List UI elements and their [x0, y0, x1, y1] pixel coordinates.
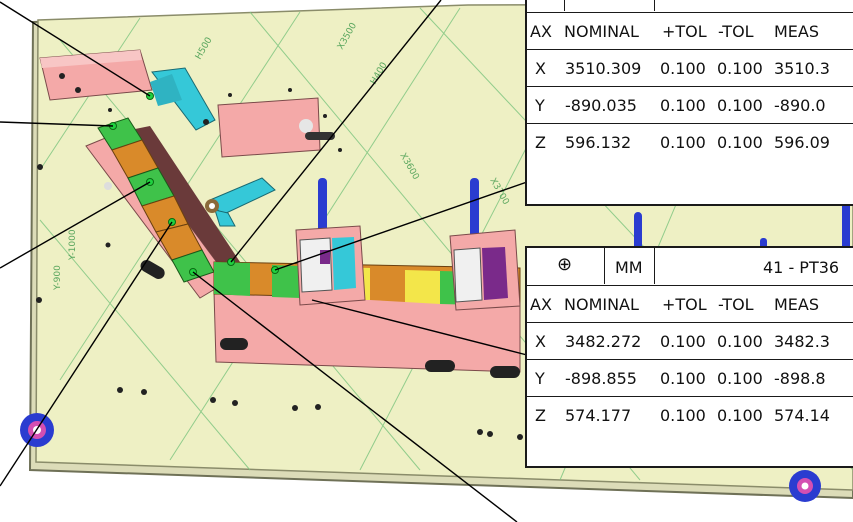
table-row: X 3510.309 0.100 0.100 3510.3 [527, 49, 853, 87]
table-column-headers: AX NOMINAL +TOL -TOL MEAS [527, 12, 853, 50]
grid-label: Y-1000 [68, 229, 78, 261]
cell-minus-tol: 0.100 [717, 332, 763, 351]
cell-nominal: 3510.309 [565, 59, 642, 78]
cell-plus-tol: 0.100 [660, 133, 706, 152]
column-header: -TOL [718, 22, 754, 41]
cell-nominal: 574.177 [565, 406, 632, 425]
locator-puck [789, 470, 821, 502]
cell-nominal: -898.855 [565, 369, 637, 388]
column-header: AX [530, 295, 552, 314]
cell-plus-tol: 0.100 [660, 96, 706, 115]
cell-plus-tol: 0.100 [660, 406, 706, 425]
column-header: +TOL [662, 295, 707, 314]
cell-minus-tol: 0.100 [717, 369, 763, 388]
cell-minus-tol: 0.100 [717, 96, 763, 115]
column-header: MEAS [774, 295, 820, 314]
cell-ax: Z [535, 406, 546, 425]
cell-meas: -898.8 [774, 369, 826, 388]
fixture-components [39, 49, 850, 378]
cell-minus-tol: 0.100 [717, 59, 763, 78]
position-icon: ⊕ [537, 0, 552, 3]
units-label: MM [593, 0, 621, 3]
column-header: +TOL [662, 22, 707, 41]
cell-meas: 574.14 [774, 406, 830, 425]
grid-label: Y-900 [53, 265, 63, 291]
table-row: Z 574.177 0.100 0.100 574.14 [527, 396, 853, 434]
table-row: Z 596.132 0.100 0.100 596.09 [527, 123, 853, 161]
cell-nominal: 596.132 [565, 133, 632, 152]
cell-plus-tol: 0.100 [660, 59, 706, 78]
cell-minus-tol: 0.100 [717, 133, 763, 152]
column-header: MEAS [774, 22, 820, 41]
measurement-table[interactable]: ⊕ MM AX NOMINAL +TOL -TOL MEAS X 3510.30… [525, 0, 853, 206]
table-header-bar: ⊕ MM 41 - PT36 [527, 248, 853, 285]
column-header: NOMINAL [564, 22, 639, 41]
cell-ax: Y [535, 369, 545, 388]
cell-nominal: -890.035 [565, 96, 637, 115]
cell-ax: X [535, 59, 546, 78]
cell-meas: -890.0 [774, 96, 826, 115]
table-row: X 3482.272 0.100 0.100 3482.3 [527, 322, 853, 360]
table-title: 41 - PT36 [763, 258, 840, 277]
cell-minus-tol: 0.100 [717, 406, 763, 425]
cell-nominal: 3482.272 [565, 332, 642, 351]
cell-meas: 3510.3 [774, 59, 830, 78]
measurement-table[interactable]: ⊕ MM 41 - PT36 AX NOMINAL +TOL -TOL MEAS… [525, 246, 853, 468]
position-icon: ⊕ [557, 254, 573, 275]
column-header: NOMINAL [564, 295, 639, 314]
cell-ax: Y [535, 96, 545, 115]
cell-plus-tol: 0.100 [660, 369, 706, 388]
cell-ax: Z [535, 133, 546, 152]
cell-meas: 3482.3 [774, 332, 830, 351]
cell-meas: 596.09 [774, 133, 830, 152]
table-header-bar: ⊕ MM [527, 0, 853, 12]
cell-ax: X [535, 332, 546, 351]
leader-lines [0, 0, 528, 522]
table-column-headers: AX NOMINAL +TOL -TOL MEAS [527, 285, 853, 323]
column-header: AX [530, 22, 552, 41]
units-label: MM [615, 258, 643, 277]
table-row: Y -898.855 0.100 0.100 -898.8 [527, 359, 853, 397]
table-row: Y -890.035 0.100 0.100 -890.0 [527, 86, 853, 124]
cell-plus-tol: 0.100 [660, 332, 706, 351]
column-header: -TOL [718, 295, 754, 314]
